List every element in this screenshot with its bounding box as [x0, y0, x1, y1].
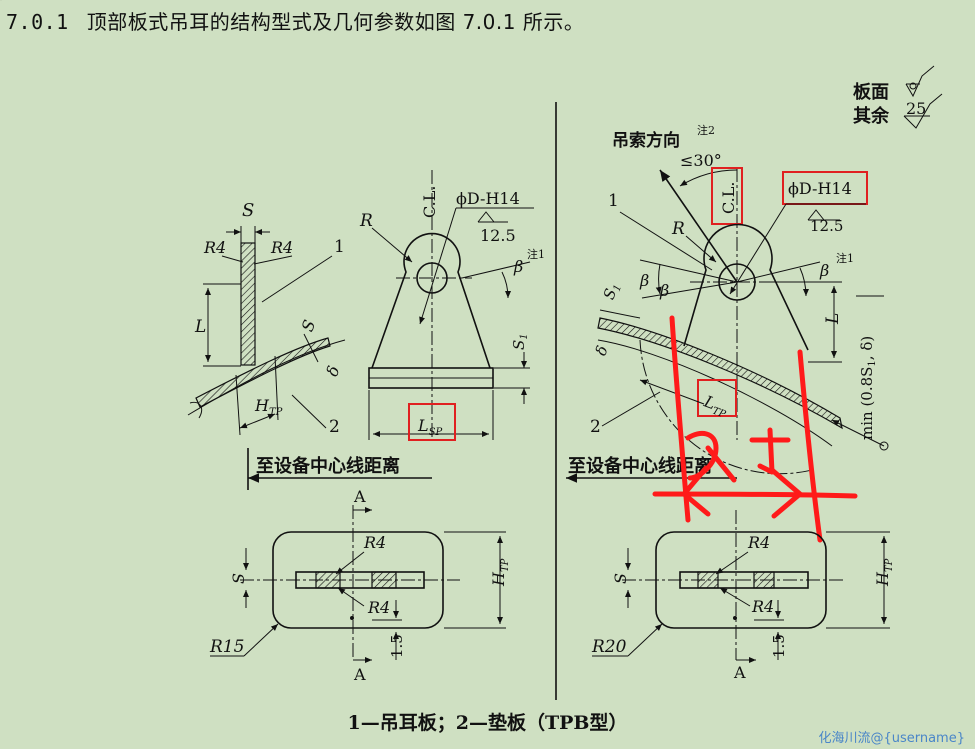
- right-lug-outline: [683, 223, 809, 351]
- right-plan-view: A A R4 R4 S HTP R20 1.5: [0, 0, 895, 682]
- right-section-a-top: A: [0, 0, 1, 1]
- plate-surface-label: 板面: [853, 81, 889, 103]
- left-s1-label: S1: [510, 333, 530, 350]
- left-part-1: 1: [334, 237, 345, 257]
- left-r4-label-b: R4: [270, 238, 293, 257]
- left-s2-label: S: [298, 317, 320, 334]
- figure-caption: 1—吊耳板；2—垫板（TPB型）: [347, 712, 628, 734]
- left-plan-r4-top: R4: [363, 533, 386, 552]
- left-r-label: R: [359, 211, 373, 231]
- right-angle: ≤30°: [680, 151, 722, 170]
- left-r15-label: R15: [209, 637, 244, 657]
- right-section-a-bottom: A: [733, 663, 746, 682]
- right-note1: 注1: [836, 251, 854, 265]
- right-plan-s: S: [611, 573, 630, 584]
- section-title: 7.0.1 顶部板式吊耳的结构型式及几何参数如图 7.0.1 所示。: [6, 6, 584, 35]
- left-side-view: S R4 R4 1 L HTP 2 S δ: [187, 200, 346, 437]
- left-beta-label: β: [513, 257, 523, 276]
- left-note1: 注1: [527, 247, 545, 261]
- red-hand-annotation: [652, 315, 858, 543]
- right-cl-label: C.L.: [719, 182, 738, 214]
- section-number: 7.0.1: [6, 10, 69, 34]
- left-part-2: 2: [329, 417, 340, 437]
- left-plan-htp: HTP: [489, 558, 511, 587]
- left-htp-label: HTP: [254, 396, 283, 418]
- left-section-a-top: A: [353, 487, 366, 506]
- left-section-a-bottom: A: [353, 665, 366, 684]
- right-ltp-highlight: [697, 379, 737, 417]
- right-part-1: 1: [608, 191, 619, 211]
- left-plan-s: S: [229, 573, 248, 584]
- right-plan-r4-top: R4: [747, 533, 770, 552]
- right-center-distance: 至设备中心线距离: [568, 455, 712, 477]
- lug-plate-section: [240, 242, 256, 366]
- right-r-label: R: [671, 219, 685, 239]
- left-r4-label-a: R4: [203, 238, 226, 257]
- right-direction-label: 吊索方向: [612, 130, 680, 151]
- left-lsp-highlight: [408, 403, 456, 441]
- right-note2: 注2: [697, 123, 715, 137]
- left-front-view: C.L. R ϕD-H14 12.5 β 注1 S1 LSP: [359, 170, 545, 441]
- right-roughness: 12.5: [810, 217, 843, 235]
- right-cl-highlight: [711, 167, 743, 225]
- other-surface-roughness: 25: [906, 99, 926, 118]
- right-beta-left: β: [639, 271, 649, 290]
- right-min-label: min (0.8S1, δ): [858, 336, 878, 440]
- right-beta-right: β: [819, 261, 829, 280]
- watermark: 化海川流@{username}: [818, 731, 965, 746]
- left-plan-r4-bottom: R4: [367, 598, 390, 617]
- right-phi-label: ϕD-H14: [788, 179, 852, 198]
- left-phi-label: ϕD-H14: [456, 189, 520, 208]
- right-delta-label: δ: [592, 343, 612, 358]
- left-s-label: S: [242, 200, 254, 221]
- right-plan-htp: HTP: [873, 558, 895, 587]
- right-l-label: L: [823, 313, 843, 325]
- surface-finish-legend: 板面 其余 25: [853, 65, 943, 129]
- red-hand-text: 尺寸: [0, 0, 2, 1]
- other-surface-label: 其余: [853, 105, 890, 127]
- left-center-distance: 至设备中心线距离: [256, 455, 400, 477]
- right-plan-r4-bottom: R4: [751, 597, 774, 616]
- left-lug-outline: [371, 232, 491, 369]
- section-text: 顶部板式吊耳的结构型式及几何参数如图 7.0.1 所示。: [86, 10, 585, 34]
- right-part-2: 2: [590, 417, 601, 437]
- right-s1-label: S1: [600, 280, 624, 302]
- right-beta-mid: β: [659, 281, 669, 300]
- left-roughness: 12.5: [480, 226, 516, 245]
- right-front-view: 吊索方向 注2 ≤30° C.L. ϕD-H14 12.5 1 R: [566, 123, 889, 483]
- left-l-label: L: [194, 317, 206, 337]
- right-r20-label: R20: [591, 637, 627, 657]
- left-lsp-label: LSP: [417, 416, 442, 438]
- left-plan-view: A A R4 R4 S HTP R15 1.5: [209, 487, 511, 684]
- left-cl-label: C.L.: [420, 186, 439, 218]
- right-dim-1-5: 1.5: [770, 634, 788, 658]
- left-lug-hole: [416, 262, 448, 294]
- left-delta-label: δ: [322, 363, 343, 379]
- left-dim-1-5: 1.5: [388, 634, 406, 658]
